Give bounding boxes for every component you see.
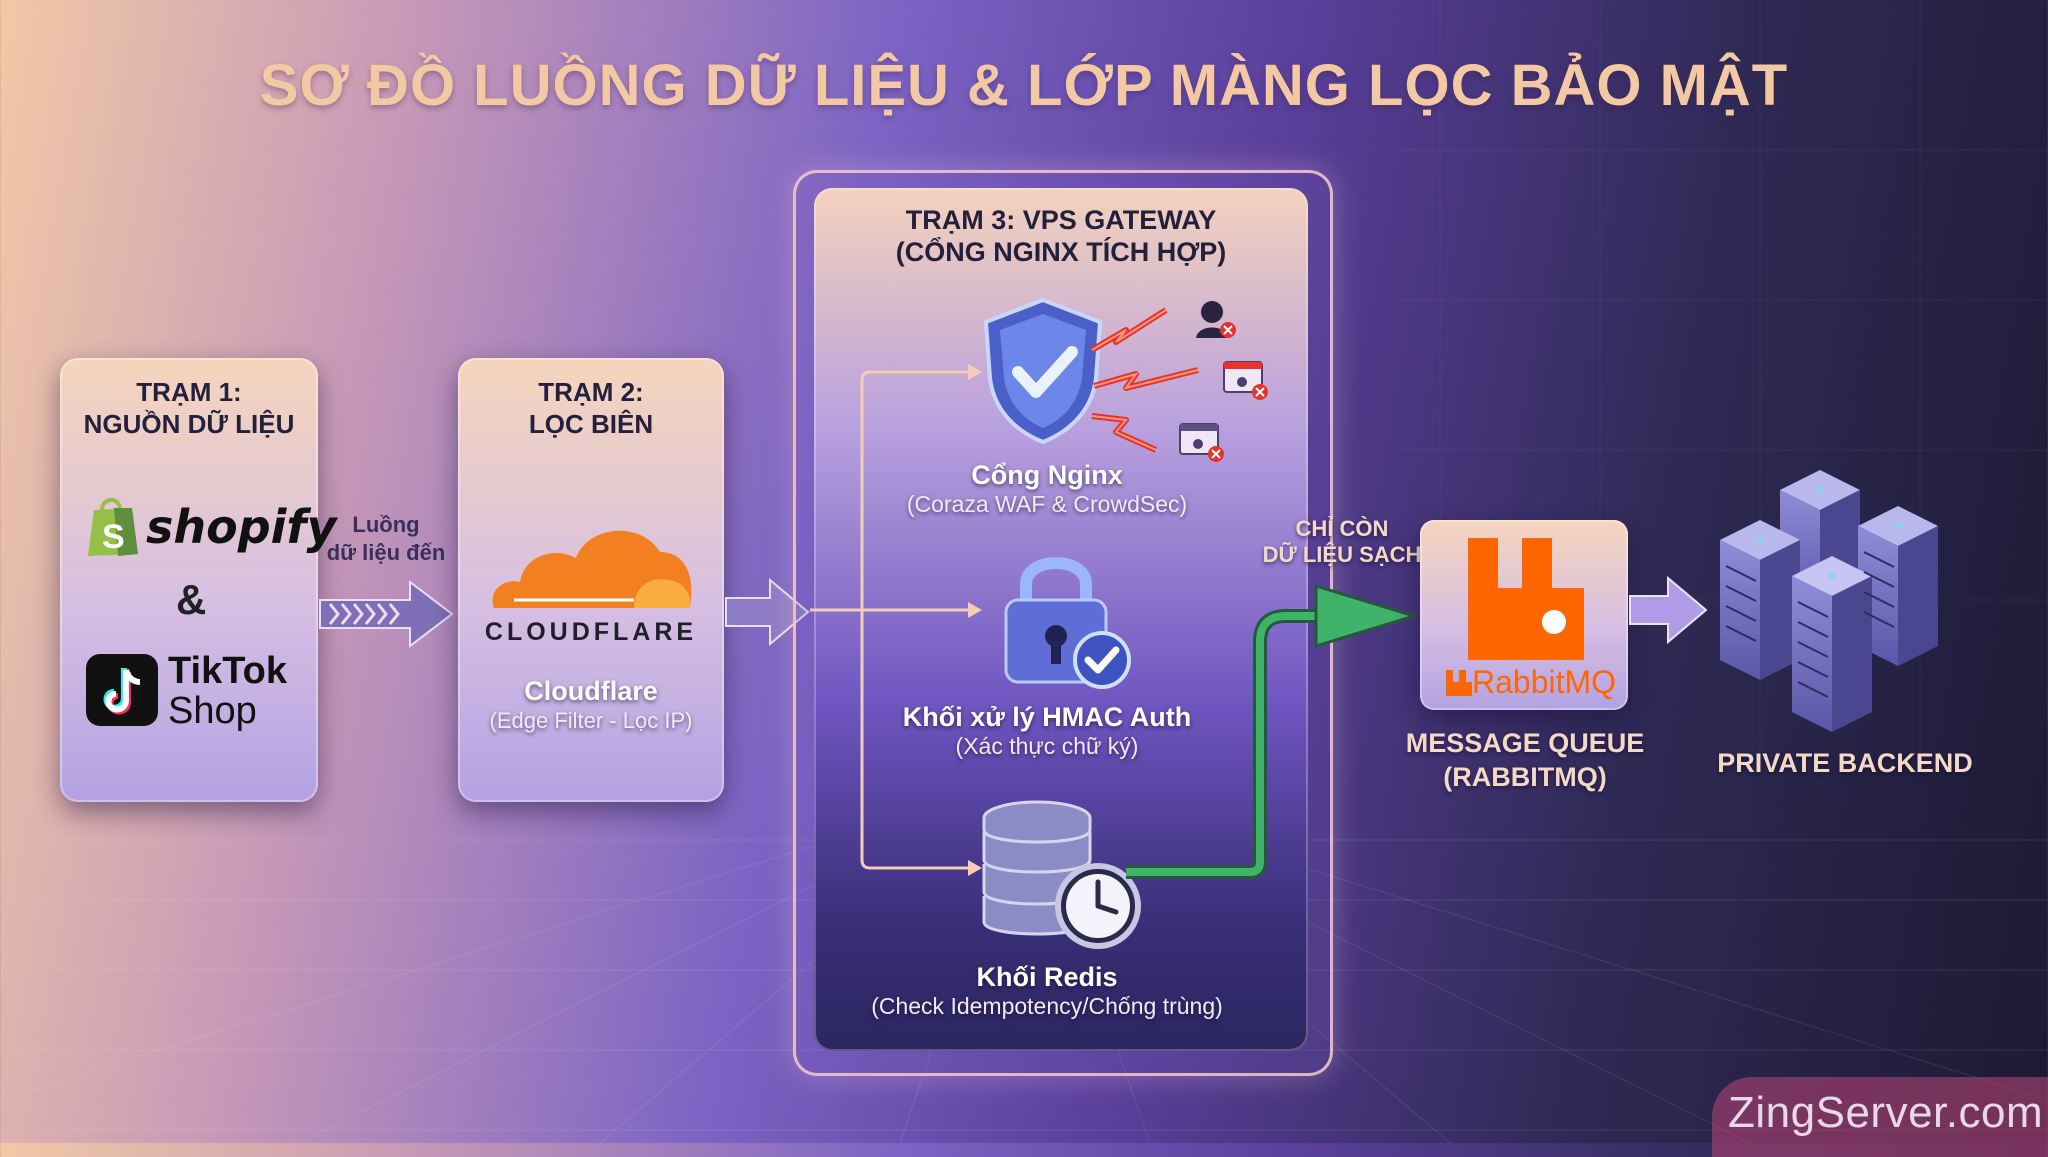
- redis-desc: (Check Idempotency/Chống trùng): [871, 993, 1223, 1019]
- cloudflare-name: Cloudflare: [524, 676, 658, 706]
- cloudflare-wordmark: CLOUDFLARE: [484, 618, 698, 646]
- ampersand-text: &: [176, 576, 207, 623]
- nginx-desc: (Coraza WAF & CrowdSec): [906, 491, 1188, 517]
- tiktok-wordmark-line2: Shop: [168, 690, 257, 732]
- blocked-bug-window-icon: [1179, 423, 1224, 462]
- flow-in-label-line1: Luồng: [352, 512, 420, 537]
- hacker-icon: [1196, 301, 1236, 338]
- clean-data-label-line2: DỮ LIỆU SẠCH: [1262, 542, 1422, 567]
- station1-title-line2: NGUỒN DỮ LIỆU: [83, 409, 295, 439]
- watermark-text: ZingServer.com: [1728, 1088, 2044, 1137]
- clean-data-arrow: [1126, 583, 1420, 879]
- station3-title-line1: TRẠM 3: VPS GATEWAY: [905, 205, 1217, 235]
- queue-to-backend-arrow: [1629, 575, 1708, 645]
- clean-data-label-line1: CHỈ CÒN: [1295, 516, 1389, 541]
- nginx-name: Cổng Nginx: [971, 460, 1123, 490]
- cloudflare-desc: (Edge Filter - Lọc IP): [489, 708, 693, 733]
- queue-label-line2: (RABBITMQ): [1443, 762, 1607, 792]
- tiktok-icon: [86, 654, 158, 726]
- flow-in-label-line2: dữ liệu đến: [326, 540, 446, 565]
- hmac-name: Khối xử lý HMAC Auth: [902, 702, 1192, 732]
- server-cluster-icon: [1720, 470, 1938, 732]
- shopify-wordmark: shopify: [146, 500, 337, 554]
- shopify-bag-icon: S: [88, 498, 138, 556]
- cloudflare-cloud-icon: [492, 530, 692, 608]
- svg-text:S: S: [102, 518, 125, 556]
- malicious-window-icon: [1223, 361, 1268, 400]
- database-clock-icon: [982, 800, 1141, 949]
- shield-check-icon: [983, 297, 1103, 445]
- rabbitmq-mini-logo-icon: [1446, 670, 1472, 696]
- gateway-branch-connectors: [810, 364, 982, 876]
- queue-label-line1: MESSAGE QUEUE: [1405, 728, 1645, 758]
- rabbitmq-wordmark: RabbitMQ: [1472, 664, 1617, 700]
- rabbitmq-logo-icon: [1468, 538, 1584, 660]
- redis-name: Khối Redis: [976, 962, 1118, 992]
- station2-title-line2: LỌC BIÊN: [528, 409, 654, 439]
- station3-title-line2: (CỔNG NGINX TÍCH HỢP): [895, 237, 1227, 267]
- threat-lightning-icon: [1090, 307, 1199, 453]
- station1-title-line1: TRẠM 1:: [136, 377, 242, 407]
- edge-to-gateway-arrow: [725, 577, 810, 647]
- backend-label: PRIVATE BACKEND: [1717, 748, 1973, 778]
- station1-card: TRẠM 1: NGUỒN DỮ LIỆU: [60, 358, 318, 802]
- station2-title-line1: TRẠM 2:: [538, 377, 644, 407]
- flow-in-arrow: [319, 579, 454, 649]
- tiktok-wordmark-line1: TikTok: [168, 650, 287, 692]
- hmac-desc: (Xác thực chữ ký): [955, 733, 1139, 759]
- lock-check-icon: [1004, 557, 1131, 689]
- diagram-title: SƠ ĐỒ LUỒNG DỮ LIỆU & LỚP MÀNG LỌC BẢO M…: [259, 53, 1789, 118]
